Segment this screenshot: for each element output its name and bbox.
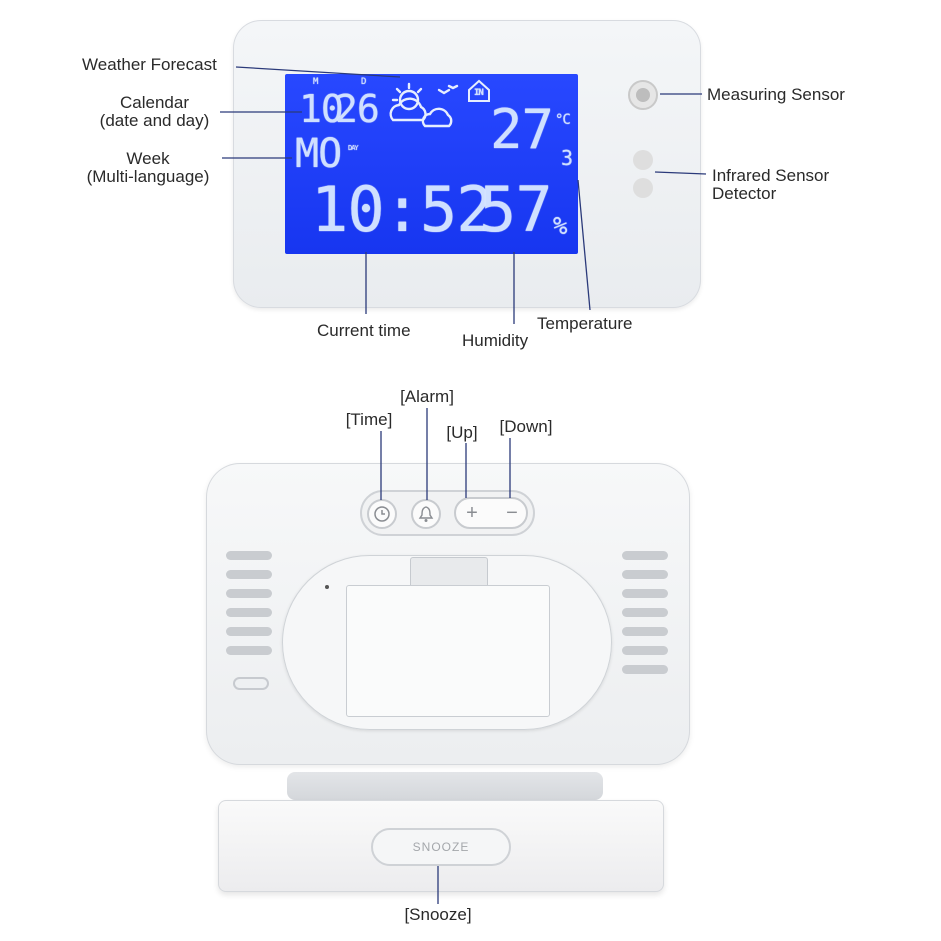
weather-cloud-sun-icon [389,82,459,128]
vent-left-2 [226,570,272,579]
day-marker: D [361,77,367,87]
vent-left-5 [226,627,272,636]
temperature-decimal: 3 [561,146,573,170]
month-marker: M [313,77,319,87]
label-week-line1: Week [126,149,170,168]
battery-cover[interactable] [346,585,550,717]
label-weather-forecast: Weather Forecast [82,55,217,74]
vent-left-1 [226,551,272,560]
label-humidity: Humidity [462,331,529,350]
label-infrared-sensor: Infrared Sensor Detector [712,167,829,203]
label-time: [Time] [345,410,393,429]
label-week-line2: (Multi-language) [86,167,210,186]
infrared-sensor-bottom [633,178,653,198]
current-time-value: 10:52 [311,173,494,246]
time-button[interactable] [367,499,397,529]
up-button[interactable]: + [466,502,478,524]
clock-icon [374,506,390,522]
vent-right-3 [622,589,668,598]
label-calendar-line1: Calendar [120,93,189,112]
label-down: [Down] [499,417,553,436]
date-day: 26 [335,87,380,131]
label-current-time: Current time [317,321,411,340]
indoor-home-icon [468,79,490,102]
humidity-value: 57 [479,173,553,246]
stand-neck [287,772,603,800]
vent-left-6 [226,646,272,655]
up-down-pill [454,497,528,529]
date-month: 10 [299,87,344,131]
vent-left-4 [226,608,272,617]
bell-icon [418,506,434,522]
label-up: [Up] [446,423,478,442]
week-day: MO [295,131,342,177]
reset-hole[interactable] [325,585,329,589]
label-measuring-sensor: Measuring Sensor [707,85,845,104]
usb-port [233,677,269,690]
temperature-unit: °C [555,112,571,128]
vent-right-2 [622,570,668,579]
back-leader-lines [380,408,511,904]
indoor-badge: IN [474,88,484,98]
day-tag: DAY [348,144,359,152]
label-calendar-line2: (date and day) [99,111,210,130]
measuring-sensor-core [636,88,650,102]
vent-right-5 [622,627,668,636]
label-infrared-line2: Detector [712,184,777,203]
humidity-unit: % [553,212,567,240]
label-snooze: [Snooze] [404,905,472,924]
vent-right-7 [622,665,668,674]
label-calendar: Calendar (date and day) [92,94,217,130]
alarm-button[interactable] [411,499,441,529]
label-infrared-line1: Infrared Sensor [712,166,830,185]
vent-right-1 [622,551,668,560]
temperature-value: 27 [490,98,554,161]
vent-right-6 [622,646,668,655]
down-button[interactable]: − [506,502,518,524]
label-temperature: Temperature [537,314,633,333]
infrared-sensor-top [633,150,653,170]
label-alarm: [Alarm] [400,387,454,406]
lcd-display: M D 10 26 IN 27 °C 3 MO DAY 10:52 57 % [285,74,578,254]
front-leader-lines [220,66,707,324]
snooze-button[interactable]: SNOOZE [371,828,511,866]
vent-left-3 [226,589,272,598]
vent-right-4 [622,608,668,617]
label-week: Week (Multi-language) [78,150,218,186]
